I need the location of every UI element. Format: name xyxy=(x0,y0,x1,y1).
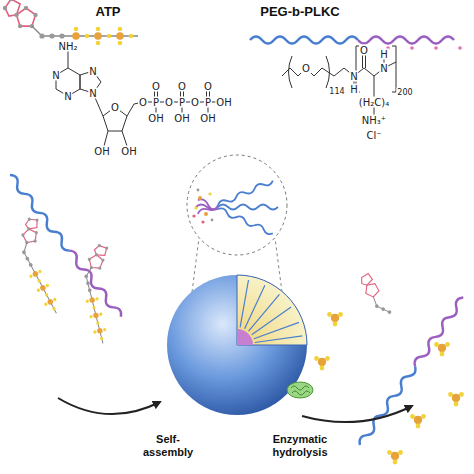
atom-label: OH xyxy=(215,97,232,108)
atom-label: N xyxy=(379,63,388,74)
repeat-number: 114 xyxy=(328,87,345,96)
atom-label: P xyxy=(204,97,212,108)
atom-label: O xyxy=(177,81,187,92)
atom-label: P xyxy=(178,97,186,108)
atom-label: N xyxy=(88,88,97,99)
atom-label: NH₂ xyxy=(57,41,78,52)
atom-label: N xyxy=(88,66,97,77)
repeat-number: 200 xyxy=(396,88,413,97)
atom-label: O xyxy=(164,97,174,108)
atom-label: OH xyxy=(173,113,190,124)
atom-label: OH xyxy=(93,146,110,157)
atom-label: OH xyxy=(199,113,216,124)
atom-label: OH xyxy=(120,146,137,157)
atom-label: O xyxy=(301,63,311,74)
atom-label: O xyxy=(110,102,120,113)
atom-label: N xyxy=(51,70,60,81)
atom-label: N xyxy=(349,71,358,82)
atom-label: O xyxy=(138,97,148,108)
atom-label: H xyxy=(349,84,359,95)
step-label: Self-assembly xyxy=(136,433,200,458)
step-label: Enzymatic hydrolysis xyxy=(257,433,343,458)
figure-title: PEG-b-PLKC xyxy=(259,4,340,19)
atom-label: O xyxy=(151,81,161,92)
atom-label: NH₃⁺ xyxy=(361,115,387,126)
atom-label: (H₂C)₄ xyxy=(358,97,390,108)
atom-label: Cl⁻ xyxy=(365,130,382,141)
atom-label: H xyxy=(379,49,389,60)
figure-title: ATP xyxy=(94,4,121,19)
atom-label: OH xyxy=(147,113,164,124)
atom-label: O xyxy=(190,97,200,108)
atom-label: O xyxy=(203,81,213,92)
atom-label: N xyxy=(63,91,72,102)
atom-label: P xyxy=(152,97,160,108)
atom-label: O xyxy=(359,45,369,56)
